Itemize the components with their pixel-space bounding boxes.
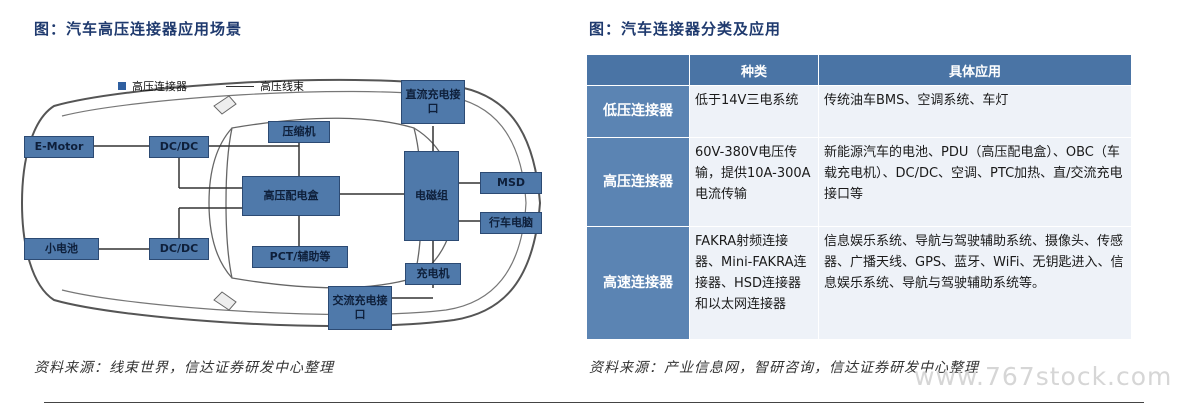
header-application: 具体应用: [818, 54, 1132, 86]
box-ac-charge-port: 交流充电接口: [328, 286, 392, 330]
legend-connector: 高压连接器: [118, 78, 187, 94]
row-type: FAKRA射频连接器、Mini-FAKRA连接器、HSD连接器和以太网连接器: [689, 226, 819, 340]
left-figure-title: 图：汽车高压连接器应用场景: [34, 20, 243, 38]
right-figure-title: 图：汽车连接器分类及应用: [589, 20, 782, 38]
row-application: 传统油车BMS、空调系统、车灯: [818, 85, 1132, 138]
site-watermark: www.767stock.com: [914, 362, 1173, 391]
row-application: 新能源汽车的电池、PDU（高压配电盒）、OBC（车载充电机）、DC/DC、空调、…: [818, 137, 1132, 227]
row-category: 低压连接器: [586, 85, 690, 138]
harness-legend-line: [226, 85, 254, 87]
bottom-rule: [44, 402, 1144, 403]
box-charger: 充电机: [405, 263, 461, 285]
connector-legend-swatch: [118, 82, 126, 90]
row-type: 低于14V三电系统: [689, 85, 819, 138]
legend-harness: 高压线束: [226, 78, 304, 94]
row-type: 60V-380V电压传输，提供10A-300A电流传输: [689, 137, 819, 227]
connector-classification-table: 种类 具体应用 低压连接器 低于14V三电系统 传统油车BMS、空调系统、车灯 …: [586, 54, 1132, 340]
row-category: 高速连接器: [586, 226, 690, 340]
box-dc-charge-port: 直流充电接口: [401, 80, 465, 124]
left-source-note: 资料来源：线束世界，信达证券研发中心整理: [34, 360, 334, 376]
car-hv-connector-diagram: 高压连接器 高压线束 E-Motor DC/DC 压缩机 直流充电接口 高压配电…: [14, 66, 554, 341]
table-row: 高速连接器 FAKRA射频连接器、Mini-FAKRA连接器、HSD连接器和以太…: [586, 226, 1132, 340]
box-vehicle-computer: 行车电脑: [480, 212, 542, 234]
box-hv-distribution: 高压配电盒: [242, 176, 340, 216]
row-category: 高压连接器: [586, 137, 690, 227]
box-msd: MSD: [480, 172, 542, 194]
table-row: 低压连接器 低于14V三电系统 传统油车BMS、空调系统、车灯: [586, 85, 1132, 138]
legend-connector-label: 高压连接器: [132, 80, 187, 93]
legend-harness-label: 高压线束: [260, 80, 304, 93]
header-blank: [586, 54, 690, 86]
box-ptc-aux: PCT/辅助等: [252, 246, 348, 268]
header-type: 种类: [689, 54, 819, 86]
box-dcdc-top: DC/DC: [149, 136, 209, 158]
box-compressor: 压缩机: [268, 121, 330, 143]
table-header-row: 种类 具体应用: [586, 54, 1132, 86]
table-row: 高压连接器 60V-380V电压传输，提供10A-300A电流传输 新能源汽车的…: [586, 137, 1132, 227]
box-dcdc-bottom: DC/DC: [149, 238, 209, 260]
box-small-battery: 小电池: [24, 238, 99, 260]
right-source-note: 资料来源：产业信息网，智研咨询，信达证券研发中心整理: [589, 360, 979, 376]
row-application: 信息娱乐系统、导航与驾驶辅助系统、摄像头、传感器、广播天线、GPS、蓝牙、WiF…: [818, 226, 1132, 340]
box-e-motor: E-Motor: [24, 136, 94, 158]
box-battery-pack: 电磁组: [404, 151, 459, 241]
